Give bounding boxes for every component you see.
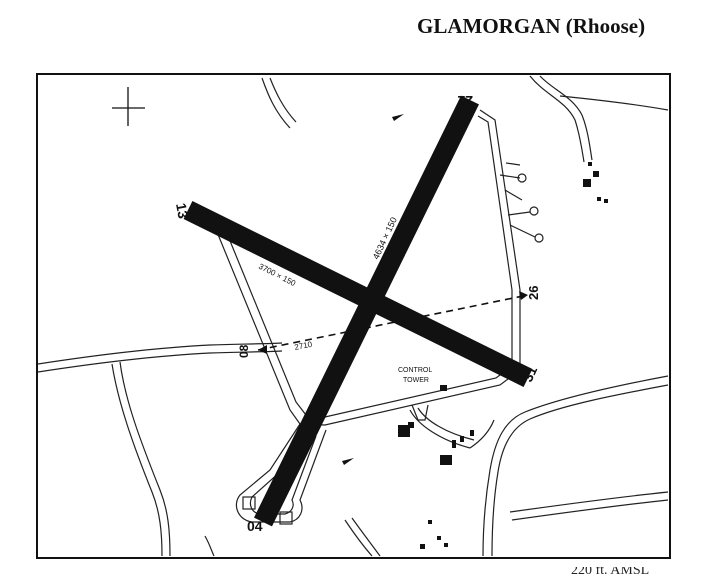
aerodrome-name: GLAMORGAN bbox=[417, 14, 561, 38]
building-icon bbox=[604, 199, 608, 203]
building-icon bbox=[398, 425, 410, 437]
building-icon bbox=[470, 430, 474, 436]
building-icon bbox=[428, 520, 432, 524]
control-tower-icon bbox=[440, 385, 447, 391]
runway-13-31 bbox=[183, 201, 533, 387]
marker-triangle-icon bbox=[392, 114, 404, 121]
dimension-08-26: 2710 bbox=[294, 340, 314, 352]
control-tower: CONTROL TOWER bbox=[398, 367, 447, 391]
building-icon bbox=[444, 543, 448, 547]
runway-end-13: 13 bbox=[173, 202, 191, 220]
runway-08-26 bbox=[257, 291, 529, 354]
elevation-text: 220 ft. AMSL bbox=[571, 567, 650, 578]
building-icon bbox=[420, 544, 425, 549]
runway-end-31: 31 bbox=[519, 363, 540, 384]
building-icon bbox=[597, 197, 601, 201]
footer: 220 ft. AMSL bbox=[0, 567, 707, 580]
arrow-08-icon bbox=[258, 345, 267, 354]
building-icon bbox=[437, 536, 441, 540]
building-icon bbox=[593, 171, 599, 177]
building-icon bbox=[452, 440, 456, 448]
runway-end-26: 26 bbox=[526, 286, 541, 300]
building-icon bbox=[588, 162, 592, 166]
roads bbox=[37, 75, 669, 557]
building-icon bbox=[583, 179, 591, 187]
runway-end-22: 22 bbox=[457, 93, 473, 109]
building-icon bbox=[460, 436, 464, 442]
building-icon bbox=[440, 455, 452, 465]
buildings bbox=[398, 162, 608, 549]
runway-end-04: 04 bbox=[247, 518, 263, 534]
reference-cross-icon bbox=[112, 87, 145, 126]
control-tower-label-1: CONTROL bbox=[398, 367, 432, 374]
runway-end-08: 08 bbox=[237, 344, 251, 358]
marker-triangle-icon bbox=[342, 458, 354, 465]
building-icon bbox=[408, 422, 414, 428]
aerodrome-location: (Rhoose) bbox=[565, 14, 646, 38]
page-title: GLAMORGAN (Rhoose) bbox=[417, 14, 645, 39]
runway-04-22 bbox=[254, 95, 479, 527]
control-tower-label-2: TOWER bbox=[403, 377, 429, 384]
arrow-26-icon bbox=[519, 291, 528, 300]
